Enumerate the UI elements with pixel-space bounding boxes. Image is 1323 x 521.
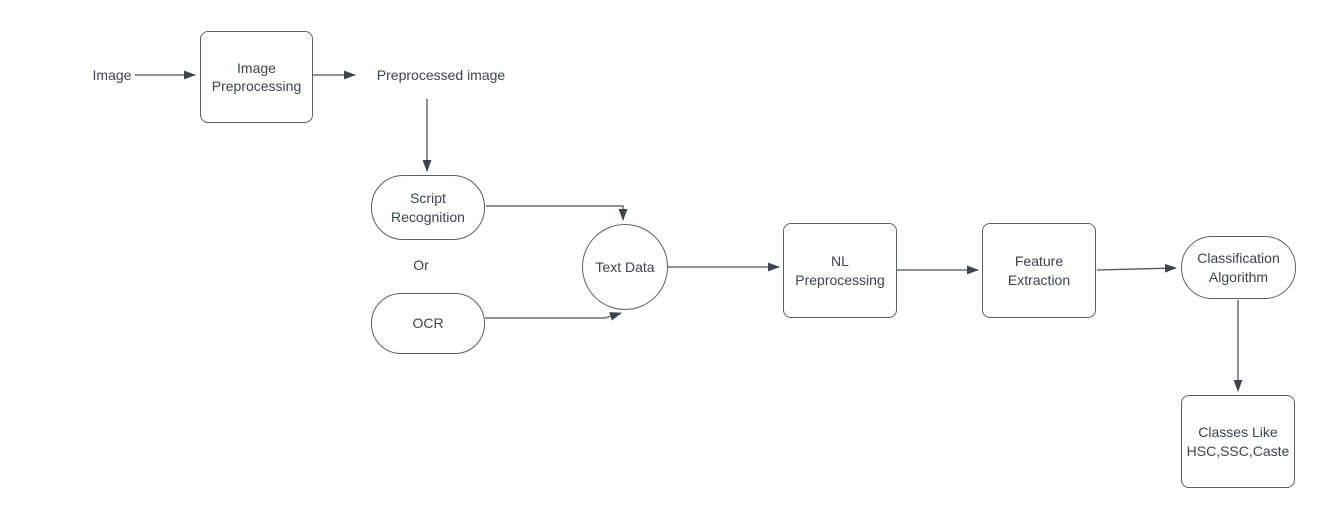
edge-feature-to-classification	[1096, 263, 1177, 273]
node-text-data-text: Text Data	[595, 258, 655, 275]
node-feature-extraction: Feature Extraction	[982, 223, 1096, 318]
node-nl-preprocessing-text: NL Preprocessing	[795, 253, 885, 288]
node-preprocessed-image-label: Preprocessed image	[366, 65, 516, 85]
node-nl-preprocessing: NL Preprocessing	[783, 223, 897, 318]
node-preprocessed-image-text: Preprocessed image	[376, 66, 506, 83]
node-script-recognition: Script Recognition	[371, 175, 485, 240]
node-ocr: OCR	[371, 293, 485, 354]
node-output-classes-text: Classes Like HSC,SSC,Caste	[1186, 424, 1290, 459]
node-classification-algorithm: Classification Algorithm	[1181, 236, 1296, 299]
node-image-label: Image	[88, 65, 136, 85]
edge-ocr-to-textdata	[485, 312, 622, 321]
node-or-text: Or	[413, 256, 429, 273]
edge-script-to-textdata	[486, 205, 628, 221]
node-image-preprocessing: Image Preprocessing	[200, 31, 313, 123]
node-text-data: Text Data	[582, 224, 668, 310]
node-image-label-text: Image	[92, 66, 132, 83]
node-feature-extraction-text: Feature Extraction	[1007, 253, 1071, 288]
node-classification-algorithm-text: Classification Algorithm	[1197, 250, 1280, 285]
node-ocr-text: OCR	[412, 315, 444, 332]
node-or-label: Or	[404, 255, 438, 275]
node-image-preprocessing-text: Image Preprocessing	[211, 59, 302, 94]
node-output-classes: Classes Like HSC,SSC,Caste	[1181, 395, 1295, 488]
node-script-recognition-text: Script Recognition	[391, 190, 465, 225]
